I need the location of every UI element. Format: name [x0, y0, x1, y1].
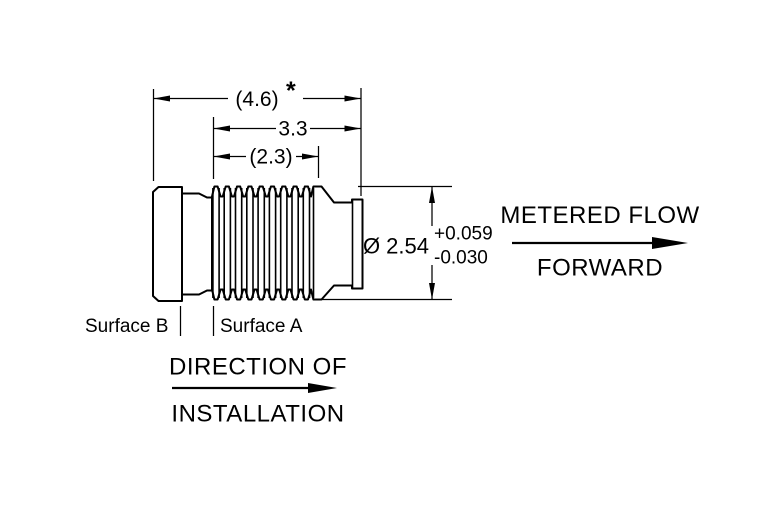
arrowhead-left — [213, 153, 230, 160]
dim-diameter-text: Ø 2.54 — [363, 234, 429, 259]
dimension-body-length: 3.3 — [213, 118, 361, 141]
thread-flank-lines — [212, 188, 315, 298]
arrowhead-right — [652, 237, 688, 249]
arrowhead-right — [308, 383, 337, 393]
dimension-thread-length: (2.3) — [213, 146, 319, 169]
surface-labels: Surface B Surface A — [85, 316, 303, 337]
dim-thread-length-text: (2.3) — [249, 146, 292, 169]
extension-line-set — [152, 88, 452, 336]
arrowhead-right — [344, 125, 361, 132]
arrowhead-right — [302, 153, 319, 160]
installation-text: INSTALLATION — [171, 401, 344, 428]
surface-a-label: Surface A — [220, 316, 303, 337]
arrowhead-down — [429, 283, 435, 300]
dim-overall-length-asterisk: * — [286, 77, 296, 105]
dim-tolerance-minus-text: -0.030 — [434, 248, 488, 269]
dimension-overall-length: (4.6) * — [153, 77, 361, 111]
metered-flow-text: METERED FLOW — [500, 202, 699, 229]
direction-of-text: DIRECTION OF — [169, 354, 347, 381]
part-view — [152, 185, 364, 302]
dim-tolerance-plus-text: +0.059 — [434, 224, 493, 245]
arrowhead-left — [213, 125, 230, 132]
arrowhead-right — [344, 95, 361, 102]
installation-annotation: DIRECTION OF INSTALLATION — [169, 354, 347, 428]
dimension-diameter: Ø 2.54 +0.059 -0.030 — [363, 186, 493, 300]
extension-lines — [152, 88, 452, 336]
arrowhead-left — [153, 95, 170, 102]
dim-body-length-text: 3.3 — [278, 118, 307, 141]
installation-direction-arrow-icon — [172, 383, 337, 393]
surface-b-label: Surface B — [85, 316, 168, 337]
metered-flow-annotation: METERED FLOW FORWARD — [500, 202, 699, 282]
part-neck — [181, 192, 213, 296]
forward-text: FORWARD — [537, 255, 663, 282]
dim-overall-length-text: (4.6) — [235, 88, 278, 111]
part-cap — [152, 186, 183, 302]
flow-direction-arrow-icon — [512, 237, 688, 249]
arrowhead-up — [429, 186, 435, 203]
